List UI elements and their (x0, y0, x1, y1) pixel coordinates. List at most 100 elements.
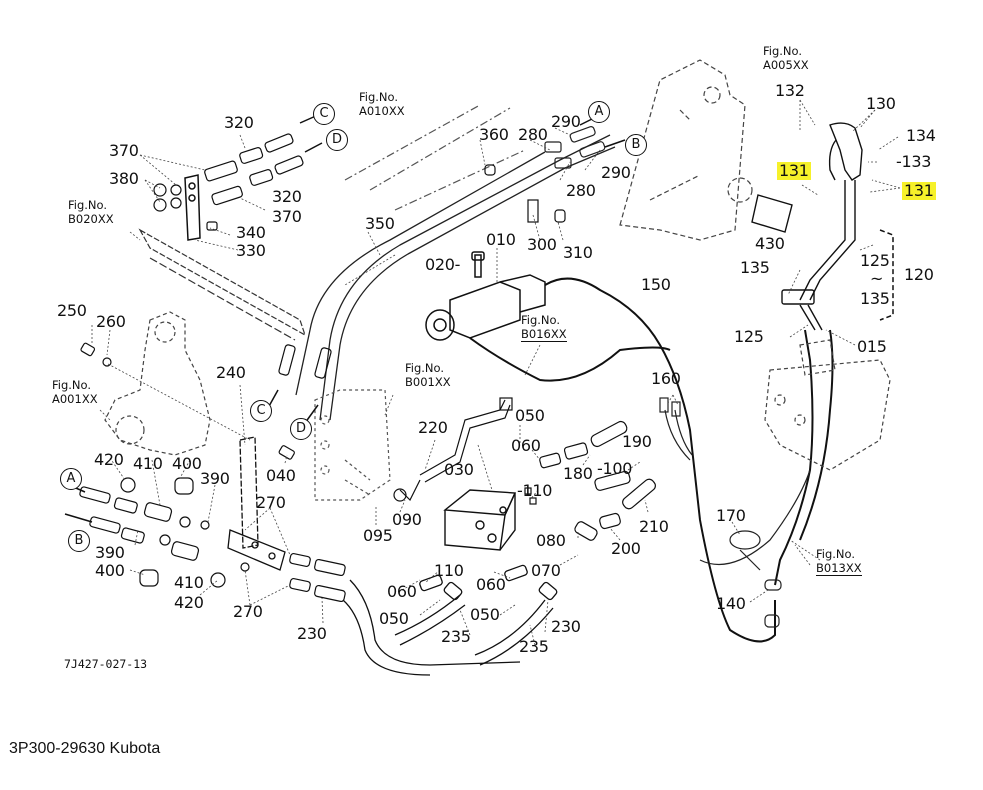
hoses-235 (342, 564, 558, 676)
part-label: 020- (425, 255, 461, 274)
part-label: 330 (236, 241, 266, 260)
part-label: 210 (639, 517, 669, 536)
connection-marker-b: B (625, 134, 647, 156)
connection-marker-a: A (60, 468, 82, 490)
part-label: 134 (906, 126, 936, 145)
reference-lines (344, 104, 526, 211)
fig-ref-label: Fig.No. (359, 90, 399, 104)
fig-ref-label: Fig.No. (68, 198, 108, 212)
drawing-number: 7J427-027-13 (64, 657, 148, 671)
couplers-left (79, 477, 250, 588)
part-label: 050 (470, 605, 500, 624)
part-label: 390 (200, 469, 230, 488)
part-label: 370 (272, 207, 302, 226)
part-label: 050 (379, 609, 409, 628)
connection-marker-d: D (326, 129, 348, 151)
block-030 (443, 489, 517, 551)
part-label: 110 (434, 561, 464, 580)
part-label: 430 (755, 234, 785, 253)
part-label: 180 (563, 464, 593, 483)
part-label: 170 (716, 506, 746, 525)
part-label: 390 (95, 543, 125, 562)
part-label: 125 (734, 327, 764, 346)
part-label: 250 (57, 301, 87, 320)
part-label: ~ (870, 269, 884, 288)
part-label: 160 (651, 369, 681, 388)
fig-ref-code: A001XX (52, 392, 98, 406)
fig-ref-a010: Fig.No. A010XX (359, 90, 405, 118)
bracket-b001 (314, 389, 391, 501)
connection-marker-a: A (588, 101, 610, 123)
part-label: 280 (566, 181, 596, 200)
fig-ref-b013: Fig.No. B013XX (816, 547, 862, 576)
fig-ref-b001: Fig.No. B001XX (405, 361, 451, 389)
part-label: 030 (444, 460, 474, 479)
loader-frame-outline (104, 311, 211, 456)
plate-240 (227, 436, 286, 571)
part-label: 400 (172, 454, 202, 473)
fig-ref-code: B013XX (816, 561, 862, 576)
fittings-right (524, 420, 656, 541)
part-label: 060 (387, 582, 417, 601)
part-label: 420 (94, 450, 124, 469)
part-label: 230 (297, 624, 327, 643)
fig-ref-a005: Fig.No. A005XX (763, 44, 809, 72)
part-label: 280 (518, 125, 548, 144)
part-label: 200 (611, 539, 641, 558)
fig-ref-code: B001XX (405, 375, 451, 389)
part-label: 410 (174, 573, 204, 592)
part-label: 135 (860, 289, 890, 308)
group-bracket-120 (879, 229, 894, 321)
fig-ref-code: A010XX (359, 104, 405, 118)
part-label: 135 (740, 258, 770, 277)
part-label: 050 (515, 406, 545, 425)
part-label: 015 (857, 337, 887, 356)
part-label: 125 (860, 251, 890, 270)
plate-330 (184, 174, 201, 241)
part-label: 260 (96, 312, 126, 331)
fig-ref-label: Fig.No. (816, 547, 856, 561)
part-label: 400 (95, 561, 125, 580)
part-label: 340 (236, 223, 266, 242)
part-label: 350 (365, 214, 395, 233)
fittings-370 (153, 133, 304, 231)
part-label-highlighted: 131 (777, 161, 811, 180)
part-caption: 3P300-29630 Kubota (9, 740, 161, 757)
part-label: 010 (486, 230, 516, 249)
wires-160 (659, 397, 811, 628)
fittings-230 (289, 552, 346, 603)
part-label: 130 (866, 94, 896, 113)
fig-ref-code: B016XX (521, 327, 567, 342)
part-label: 150 (641, 275, 671, 294)
part-label-highlighted: 131 (902, 181, 936, 200)
fig-ref-a001: Fig.No. A001XX (52, 378, 98, 406)
part-label: 290 (601, 163, 631, 182)
part-label: 090 (392, 510, 422, 529)
part-label: 290 (551, 112, 581, 131)
fig-ref-code: A005XX (763, 58, 809, 72)
part-label: 080 (536, 531, 566, 550)
part-label: 320 (224, 113, 254, 132)
part-label: 070 (531, 561, 561, 580)
fig-ref-b016: Fig.No. B016XX (521, 313, 567, 342)
part-label: -110 (517, 481, 553, 500)
part-label: 420 (174, 593, 204, 612)
fig-ref-label: Fig.No. (763, 44, 803, 58)
leader-lines (91, 99, 901, 646)
part-label: 270 (233, 602, 263, 621)
connection-marker-d: D (290, 418, 312, 440)
part-label: 230 (551, 617, 581, 636)
part-label: 060 (511, 436, 541, 455)
part-label: 310 (563, 243, 593, 262)
connection-marker-c: C (313, 103, 335, 125)
harness-150 (469, 277, 834, 643)
valve-010 (425, 251, 546, 341)
part-label: 095 (363, 526, 393, 545)
fig-ref-code: B020XX (68, 212, 114, 226)
part-label: 320 (272, 187, 302, 206)
part-label: 060 (476, 575, 506, 594)
hose-350 (295, 134, 616, 421)
part-label: 410 (133, 454, 163, 473)
part-label: -133 (896, 152, 932, 171)
